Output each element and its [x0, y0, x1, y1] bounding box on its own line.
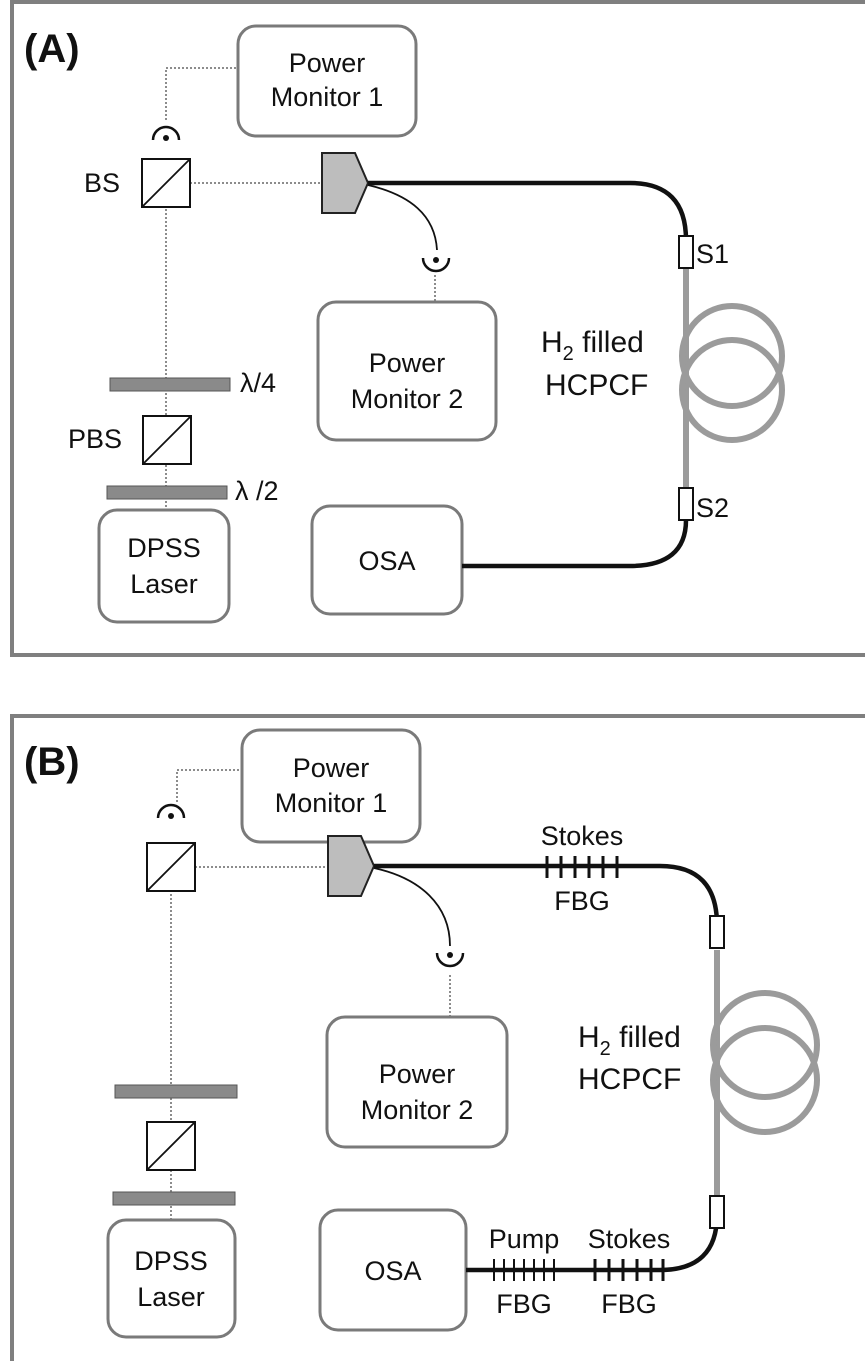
panel-a-pbs-icon: [142, 415, 192, 465]
panel-a-fiber-coil-icon: [679, 303, 785, 443]
panel-a-power-monitor-2-line2: Monitor 2: [351, 384, 464, 414]
panel-a-splice-1-label: S1: [696, 239, 729, 269]
panel-b-tap-fiber: [373, 867, 451, 947]
panel-a-quarter-waveplate-icon: [109, 377, 231, 392]
panel-a-power-monitor-1-line1: Power: [289, 48, 366, 78]
panel-b-pump-fbg-line2: FBG: [496, 1289, 552, 1319]
panel-b-power-monitor-1-line1: Power: [293, 753, 370, 783]
panel-b-pbs-icon: [146, 1121, 196, 1171]
panel-a-detector-1-icon: [151, 125, 181, 141]
panel-a-bs-label: BS: [84, 168, 120, 198]
panel-b-power-monitor-1-line2: Monitor 1: [275, 788, 388, 818]
panel-b-osa-label: OSA: [364, 1256, 421, 1286]
panel-a-coupler-icon: [321, 152, 370, 214]
panel-b-splice-1-icon: [709, 915, 725, 949]
panel-a-splice-1-icon: [678, 235, 694, 269]
panel-b-fiber-label-line1: H2 filled: [578, 1021, 681, 1060]
panel-b-fiber-coil-icon: [710, 990, 820, 1135]
panel-a-quarter-wave-label: λ/4: [240, 368, 276, 398]
panel-b-half-waveplate-icon: [112, 1191, 236, 1206]
panel-b-pump-fbg-icon: [493, 1259, 555, 1281]
panel-b-coupler-icon: [327, 835, 376, 897]
panel-a-splice-2-icon: [678, 487, 694, 521]
panel-b-splice-2-icon: [709, 1195, 725, 1229]
panel-b-power-monitor-2: [325, 1015, 509, 1149]
panel-b-dpss-laser: [106, 1218, 237, 1339]
panel-b-power-monitor-2-line1: Power: [379, 1059, 456, 1089]
panel-b: (B) Power Monitor 1 Po: [10, 714, 865, 1361]
panel-b-monitor1-link: [176, 769, 242, 802]
panel-a-input-fiber: [368, 180, 689, 241]
panel-b-power-monitor-2-line2: Monitor 2: [361, 1095, 474, 1125]
panel-b-frame: [10, 714, 865, 1361]
panel-a-frame: [10, 0, 865, 657]
panel-b-quarter-waveplate-icon: [114, 1084, 238, 1099]
panel-a-monitor1-link: [165, 67, 238, 120]
panel-a: (A) Power Monitor 1 BS: [10, 0, 865, 657]
panel-b-stokes-fbg-bottom-icon: [593, 1259, 665, 1281]
panel-a-power-monitor-1: [236, 24, 418, 138]
panel-a-detector-2-icon: [421, 257, 451, 273]
panel-a-tap-fiber: [367, 184, 438, 251]
panel-a-half-waveplate-icon: [106, 485, 228, 500]
panel-a-fiber-label-line1: H2 filled: [541, 326, 644, 365]
panel-a-label: (A): [24, 27, 80, 71]
panel-b-input-fiber: [374, 863, 720, 926]
panel-a-power-monitor-1-line2: Monitor 1: [271, 82, 384, 112]
panel-b-stokes-fbg-top-line1: Stokes: [541, 821, 624, 851]
panel-b-fiber-label-line2: HCPCF: [578, 1063, 681, 1096]
panel-a-power-monitor-2: [316, 300, 498, 442]
panel-a-pbs-label: PBS: [68, 424, 122, 454]
panel-a-laser-line2: Laser: [130, 569, 198, 599]
panel-b-laser-line2: Laser: [137, 1282, 205, 1312]
panel-a-power-monitor-2-line1: Power: [369, 348, 446, 378]
panel-a-dpss-laser: [97, 508, 231, 624]
panel-a-half-wave-label: λ /2: [235, 476, 279, 506]
panel-a-laser-line1: DPSS: [127, 533, 201, 563]
panel-a-output-fiber: [462, 519, 689, 569]
panel-b-stokes-fbg-bottom-line1: Stokes: [588, 1224, 671, 1254]
panel-a-beamsplitter-icon: [141, 158, 191, 208]
panel-a-osa: [310, 504, 464, 616]
panel-b-detector-2-icon: [435, 952, 465, 968]
panel-b-pump-fbg-line1: Pump: [489, 1224, 560, 1254]
panel-a-splice-2-label: S2: [696, 493, 729, 523]
panel-b-label: (B): [24, 740, 80, 784]
panel-a-fiber-label-line2: HCPCF: [545, 369, 648, 402]
panel-b-stokes-fbg-top-icon: [545, 856, 619, 878]
panel-b-stokes-fbg-top-line2: FBG: [554, 886, 610, 916]
panel-b-detector-1-icon: [156, 803, 186, 819]
panel-a-osa-label: OSA: [358, 546, 415, 576]
panel-b-beamsplitter-icon: [146, 842, 196, 892]
panel-b-power-monitor-1: [240, 728, 422, 844]
panel-b-stokes-fbg-bottom-line2: FBG: [601, 1289, 657, 1319]
panel-b-laser-line1: DPSS: [134, 1246, 208, 1276]
